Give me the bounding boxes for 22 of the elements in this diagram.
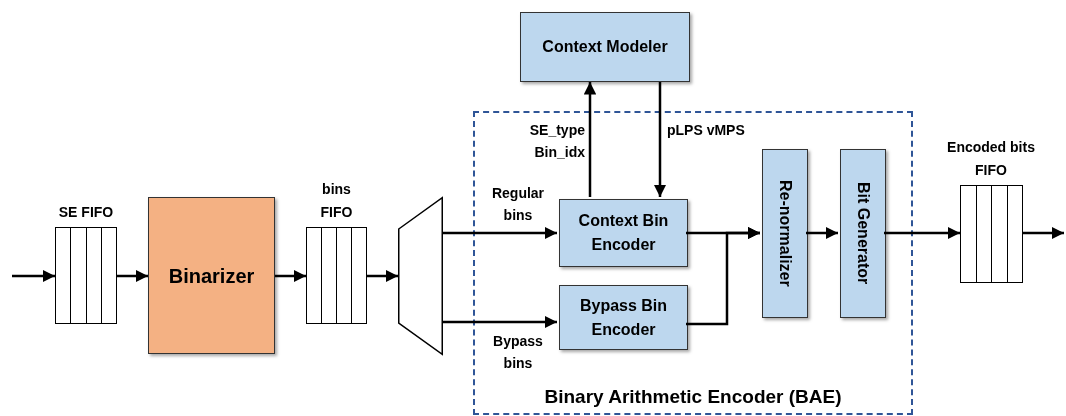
arrow [806, 226, 838, 240]
arrow [1023, 226, 1064, 240]
process-block: Bit Generator [840, 149, 886, 318]
arrow [275, 269, 306, 283]
arrow [583, 82, 597, 197]
process-block: Bypass Bin Encoder [559, 285, 688, 350]
arrow [443, 315, 557, 329]
process-block: Context Bin Encoder [559, 199, 688, 267]
arrow [367, 269, 398, 283]
arrow [653, 82, 667, 197]
arrow [117, 269, 148, 283]
process-block: Binarizer [148, 197, 275, 354]
arrow [12, 269, 55, 283]
fifo-label: SE FIFO [57, 203, 115, 222]
fifo-label: bins FIFO [319, 180, 354, 222]
group-title: Binary Arithmetic Encoder (BAE) [543, 384, 843, 409]
arrow [686, 226, 760, 326]
process-block: Context Modeler [520, 12, 690, 82]
arrow [884, 226, 960, 240]
fifo-label: Encoded bits FIFO [946, 138, 1036, 180]
arrow [443, 226, 557, 240]
process-block: Re-normalizer [762, 149, 808, 318]
